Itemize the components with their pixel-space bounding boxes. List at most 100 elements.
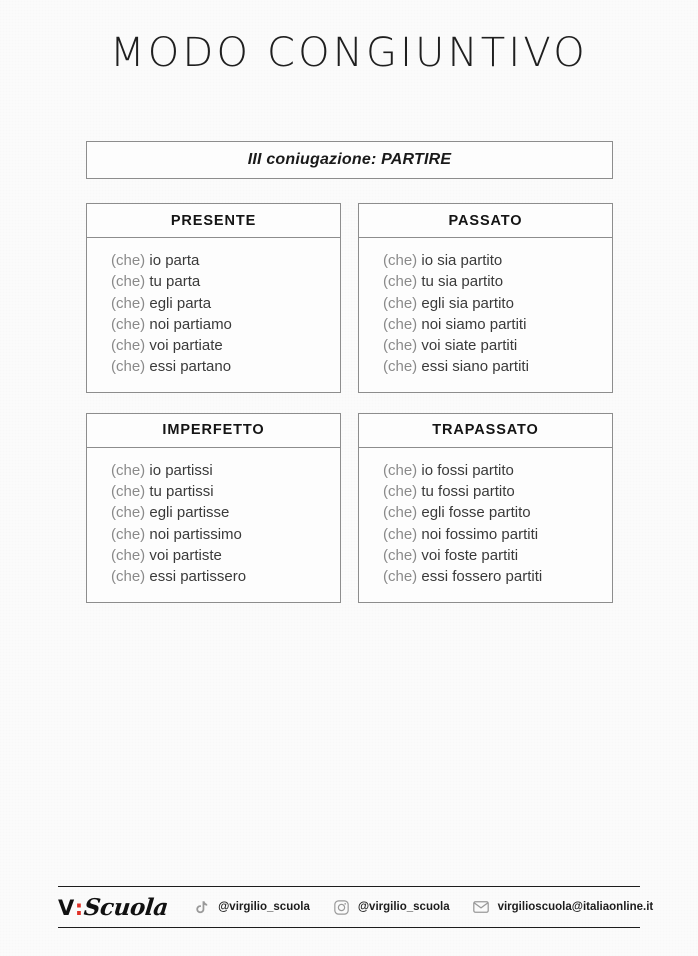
tense-box-passato: PASSATO (che) io sia partito (che) tu si… (358, 203, 613, 393)
conjugation-text: voi foste partiti (421, 546, 519, 564)
che-particle: (che) (111, 294, 146, 312)
tense-box-imperfetto: IMPERFETTO (che) io partissi (che) tu pa… (86, 412, 341, 603)
conjugation-line: (che) noi siamo partiti (383, 314, 612, 335)
conjugation-subtitle-box: III coniugazione: PARTIRE (86, 141, 613, 179)
conjugation-line: (che) essi partissero (111, 566, 340, 587)
contact-label: virgilioscuola@italiaonline.it (497, 901, 654, 913)
che-particle: (che) (383, 568, 418, 586)
conjugation-text: noi fossimo partiti (421, 525, 539, 543)
conjugation-text: noi siamo partiti (421, 315, 527, 333)
conjugation-text: egli fosse partito (421, 504, 531, 522)
conjugation-text: egli parta (149, 294, 212, 312)
conjugation-text: essi partano (149, 358, 232, 376)
conjugation-text: tu sia partito (421, 273, 504, 291)
conjugation-line: (che) egli parta (111, 293, 340, 314)
tense-body-trapassato: (che) io fossi partito (che) tu fossi pa… (359, 448, 612, 602)
che-particle: (che) (383, 546, 418, 564)
tense-header-presente: PRESENTE (87, 204, 340, 238)
che-particle: (che) (383, 504, 418, 522)
conjugation-line: (che) io partissi (111, 460, 340, 481)
che-particle: (che) (111, 273, 146, 291)
conjugation-line: (che) noi fossimo partiti (383, 524, 612, 545)
che-particle: (che) (111, 358, 146, 376)
email-icon (472, 898, 491, 917)
che-particle: (che) (383, 525, 418, 543)
brand-logo: V:Scuola (58, 894, 170, 921)
tense-row-top: PRESENTE (che) io parta (che) tu parta (… (86, 203, 613, 393)
tense-grid: PRESENTE (che) io parta (che) tu parta (… (86, 203, 613, 623)
tense-title: TRAPASSATO (432, 422, 539, 439)
che-particle: (che) (111, 568, 146, 586)
conjugation-text: voi siate partiti (421, 337, 518, 355)
conjugation-line: (che) voi siate partiti (383, 335, 612, 356)
conjugation-line: (che) noi partiamo (111, 314, 340, 335)
tense-title: IMPERFETTO (162, 422, 265, 439)
conjugation-line: (che) tu sia partito (383, 271, 612, 292)
che-particle: (che) (111, 525, 146, 543)
contact-label: @virgilio_scuola (357, 901, 450, 913)
conjugation-line: (che) voi partiate (111, 335, 340, 356)
conjugation-text: tu parta (149, 273, 201, 291)
tense-body-passato: (che) io sia partito (che) tu sia partit… (359, 238, 612, 392)
contact-email[interactable]: virgilioscuola@italiaonline.it (472, 898, 654, 917)
conjugation-text: voi partiste (149, 546, 222, 564)
tense-title: PRESENTE (170, 212, 257, 229)
page-title: MODO CONGIUNTIVO (110, 30, 588, 76)
che-particle: (che) (111, 483, 146, 501)
che-particle: (che) (111, 504, 146, 522)
conjugation-text: egli sia partito (421, 294, 514, 312)
contact-instagram[interactable]: @virgilio_scuola (332, 898, 450, 917)
conjugation-text: essi fossero partiti (421, 568, 543, 586)
che-particle: (che) (111, 337, 146, 355)
tense-header-trapassato: TRAPASSATO (359, 414, 612, 448)
conjugation-text: io parta (149, 252, 200, 269)
conjugation-line: (che) io parta (111, 250, 340, 271)
che-particle: (che) (383, 252, 418, 269)
instagram-icon (332, 898, 351, 917)
che-particle: (che) (383, 273, 418, 291)
conjugation-line: (che) essi partano (111, 356, 340, 377)
conjugation-line: (che) io sia partito (383, 250, 612, 271)
tense-header-imperfetto: IMPERFETTO (87, 414, 340, 448)
conjugation-text: noi partiamo (149, 315, 232, 333)
che-particle: (che) (111, 252, 146, 269)
conjugation-text: noi partissimo (149, 525, 242, 543)
contact-tiktok[interactable]: @virgilio_scuola (192, 898, 310, 917)
conjugation-text: io fossi partito (421, 461, 514, 479)
conjugation-line: (che) voi foste partiti (383, 545, 612, 566)
conjugation-line: (che) tu fossi partito (383, 481, 612, 502)
tense-box-presente: PRESENTE (che) io parta (che) tu parta (… (86, 203, 341, 393)
che-particle: (che) (111, 315, 146, 333)
conjugation-subtitle-label: III coniugazione: PARTIRE (247, 151, 452, 168)
che-particle: (che) (383, 358, 418, 376)
conjugation-line: (che) tu parta (111, 271, 340, 292)
conjugation-line: (che) egli sia partito (383, 293, 612, 314)
che-particle: (che) (383, 337, 418, 355)
conjugation-line: (che) essi fossero partiti (383, 566, 612, 587)
conjugation-text: io sia partito (421, 252, 503, 269)
brand-colon: : (74, 895, 84, 920)
conjugation-line: (che) essi siano partiti (383, 356, 612, 377)
tense-title: PASSATO (448, 212, 523, 229)
conjugation-text: tu fossi partito (421, 483, 515, 501)
conjugation-text: essi siano partiti (421, 358, 529, 376)
tense-box-trapassato: TRAPASSATO (che) io fossi partito (che) … (358, 412, 613, 603)
che-particle: (che) (383, 315, 418, 333)
conjugation-line: (che) noi partissimo (111, 524, 340, 545)
che-particle: (che) (383, 483, 418, 501)
che-particle: (che) (111, 546, 146, 564)
tense-row-bottom: IMPERFETTO (che) io partissi (che) tu pa… (86, 412, 613, 603)
conjugation-line: (che) voi partiste (111, 545, 340, 566)
conjugation-text: egli partisse (149, 504, 230, 522)
che-particle: (che) (383, 461, 418, 479)
che-particle: (che) (383, 294, 418, 312)
brand-prefix: V (58, 895, 74, 920)
conjugation-line: (che) io fossi partito (383, 460, 612, 481)
che-particle: (che) (111, 461, 146, 479)
conjugation-text: tu partissi (149, 483, 214, 501)
conjugation-line: (che) egli fosse partito (383, 502, 612, 523)
conjugation-text: essi partissero (149, 568, 247, 586)
conjugation-line: (che) tu partissi (111, 481, 340, 502)
conjugation-text: voi partiate (149, 337, 223, 355)
tiktok-icon (192, 898, 211, 917)
